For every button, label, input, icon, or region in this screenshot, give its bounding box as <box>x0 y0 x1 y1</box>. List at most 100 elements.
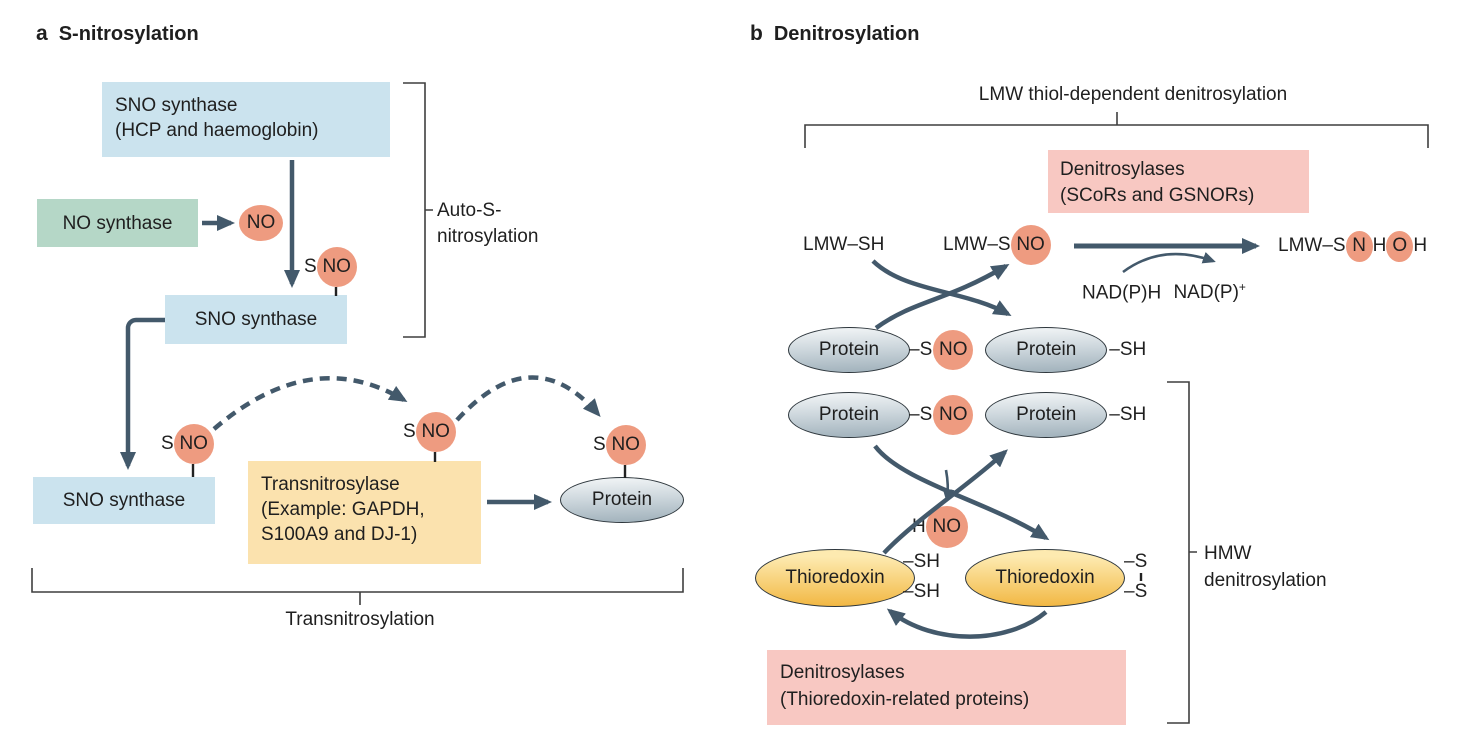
arc-protein-sno-to-lmw-sno <box>874 263 1010 330</box>
lmw-snhoh-h2: H <box>1413 235 1428 256</box>
sno-chip-4-s: S <box>593 434 606 455</box>
thioredoxin-ellipse-left: Thioredoxin <box>755 549 915 607</box>
hmw-denitrosylation-label: HMW denitrosylation <box>1204 540 1327 594</box>
lmw-sno-prefix: LMW–S <box>943 234 1011 255</box>
protein-ellipse-b1: Protein <box>788 327 910 373</box>
denitrosylases-lmw-line2: (SCoRs and GSNORs) <box>1060 185 1255 206</box>
box-sno-synthase-3-label: SNO synthase <box>62 490 186 511</box>
auto-s-nitrosylation-bracket <box>403 82 433 338</box>
protein-ellipse-b3: Protein <box>788 392 910 438</box>
lmw-snhoh-h1: H <box>1372 235 1387 256</box>
hmw-line1: HMW <box>1204 543 1252 564</box>
no-molecule: NO <box>239 205 283 241</box>
lmw-sno-no: NO <box>1016 234 1045 255</box>
auto-s-line2: nitrosylation <box>437 226 539 247</box>
denitrosylases-lmw-line1: Denitrosylases <box>1060 159 1185 180</box>
thioredoxin-sh-top: –SH <box>903 551 940 572</box>
lmw-snhoh-chip: LMW–S N H O H <box>1278 228 1427 264</box>
sno-chip-4-no: NO <box>611 434 640 455</box>
sno-chip-3-no: NO <box>421 421 450 442</box>
panel-b-letter: b <box>750 22 763 45</box>
hno-h: H <box>912 516 926 537</box>
denitrosylases-hmw-line1: Denitrosylases <box>780 662 905 683</box>
arc-lmw-sh-to-protein-sh <box>871 259 1012 316</box>
protein-ellipse-a: Protein <box>560 477 684 523</box>
arrow-nadph-to-nadp <box>1122 252 1216 274</box>
nadp-label: NAD(P) <box>1173 282 1239 304</box>
box-no-synthase-label: NO synthase <box>62 212 173 234</box>
lmw-sno-circle: NO <box>1010 225 1051 265</box>
box-denitrosylases-lmw: Denitrosylases (SCoRs and GSNORs) <box>1048 150 1309 213</box>
box-sno-synthase-2-label: SNO synthase <box>194 309 318 330</box>
sno-chip-2-s: S <box>161 433 174 454</box>
no-molecule-label: NO <box>246 212 276 233</box>
hmw-line2: denitrosylation <box>1204 570 1327 591</box>
thioredoxin-sh-bottom: –SH <box>903 581 940 602</box>
protein-ellipse-a-label: Protein <box>591 489 653 510</box>
dashed-arc-transnitrosylation-1 <box>212 375 408 431</box>
panel-b-title: b Denitrosylation <box>750 22 919 46</box>
protein-row1-sh: –SH <box>1109 339 1147 360</box>
lmw-snhoh-n-circle: N <box>1345 230 1373 262</box>
sno-chip-2: S NO <box>161 424 214 464</box>
protein-row-2: Protein –S NO Protein –SH <box>788 392 1146 438</box>
hno-no-circle: NO <box>925 506 968 548</box>
panel-b-title-text: Denitrosylation <box>773 23 920 45</box>
lmw-snhoh-o-circle: O <box>1386 230 1414 262</box>
auto-s-nitrosylation-label: Auto-S- nitrosylation <box>437 198 538 250</box>
sno-chip-2-no-circle: NO <box>173 424 214 464</box>
box-sno-synthase-full: SNO synthase (HCP and haemoglobin) <box>102 82 390 157</box>
panel-a-title-text: S-nitrosylation <box>58 23 199 45</box>
box-sno-synthase-full-line1: SNO synthase <box>115 95 238 116</box>
lmw-snhoh-prefix: LMW–S <box>1278 235 1346 256</box>
transnitrosylation-label: Transnitrosylation <box>285 609 435 630</box>
auto-s-line1: Auto-S- <box>437 200 502 221</box>
thioredoxin-ellipse-right: Thioredoxin <box>965 549 1125 607</box>
sno-chip-3: S NO <box>403 412 456 452</box>
box-transnitrosylase-line3: S100A9 and DJ-1) <box>261 524 418 545</box>
protein-row2-sh: –SH <box>1109 404 1147 425</box>
lmw-sno-chip: LMW–S NO <box>943 225 1051 265</box>
sno-chip-4: S NO <box>593 425 646 465</box>
box-transnitrosylase-line2: (Example: GAPDH, <box>261 499 425 520</box>
thioredoxin-s-bottom: –S <box>1124 581 1148 602</box>
denitrosylases-hmw-line2: (Thioredoxin-related proteins) <box>780 689 1030 710</box>
lmw-sh-label: LMW–SH <box>803 234 885 255</box>
sno-chip-3-s: S <box>403 421 416 442</box>
arrow-to-hno <box>942 469 955 502</box>
dashed-arc-transnitrosylation-2 <box>455 375 601 422</box>
hno-chip: H NO <box>912 506 968 548</box>
nadph-label: NAD(P)H <box>1082 282 1162 304</box>
box-sno-synthase-2: SNO synthase <box>165 295 347 344</box>
box-sno-synthase-3: SNO synthase <box>33 477 215 524</box>
hmw-denitrosylation-bracket <box>1167 381 1197 724</box>
thioredoxin-s-top: –S <box>1124 551 1148 572</box>
box-transnitrosylase: Transnitrosylase (Example: GAPDH, S100A9… <box>248 461 481 564</box>
sno-chip-1-no: NO <box>322 256 351 277</box>
lmw-thiol-bracket <box>804 112 1429 148</box>
sno-chip-1-no-circle: NO <box>316 247 357 287</box>
protein-row2-no-circle: NO <box>933 395 974 435</box>
protein-row2-bond-s: –S <box>909 404 933 425</box>
sno-chip-4-no-circle: NO <box>605 425 646 465</box>
nadp-plus: + <box>1238 280 1246 294</box>
sno-chip-3-no-circle: NO <box>415 412 456 452</box>
lmw-thiol-title: LMW thiol-dependent denitrosylation <box>978 84 1288 105</box>
box-no-synthase: NO synthase <box>37 199 198 247</box>
transnitrosylation-bracket <box>31 568 684 605</box>
nad-label: NAD(P)H NAD(P)+ <box>1082 280 1246 304</box>
panel-a-letter: a <box>36 22 48 45</box>
box-sno-synthase-full-line2: (HCP and haemoglobin) <box>115 120 319 141</box>
panel-a-title: a S-nitrosylation <box>36 22 199 46</box>
protein-row1-no-circle: NO <box>933 330 974 370</box>
box-denitrosylases-hmw: Denitrosylases (Thioredoxin-related prot… <box>767 650 1126 725</box>
protein-row-1: Protein –S NO Protein –SH <box>788 327 1146 373</box>
protein-row1-bond-s: –S <box>909 339 933 360</box>
arrow-elbow-to-sno-synthase <box>120 317 165 470</box>
arc-thioredoxin-recycle <box>886 608 1048 639</box>
box-transnitrosylase-line1: Transnitrosylase <box>261 474 400 495</box>
protein-ellipse-b2: Protein <box>985 327 1108 373</box>
sno-chip-1: S NO <box>304 247 357 287</box>
sno-chip-2-no: NO <box>179 433 208 454</box>
